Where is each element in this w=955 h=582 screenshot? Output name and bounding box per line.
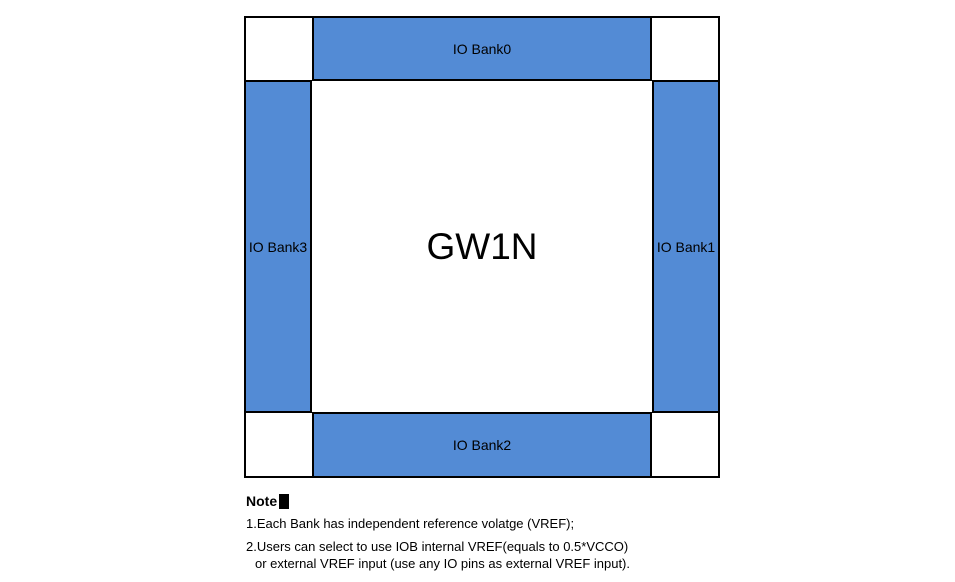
io-bank3-label: IO Bank3 xyxy=(248,238,308,255)
note-heading: Note xyxy=(246,493,278,509)
io-bank1-label: IO Bank1 xyxy=(656,238,716,255)
note-line-2-continued: or external VREF input (use any IO pins … xyxy=(255,556,631,571)
note-line-1: 1.Each Bank has independent reference vo… xyxy=(246,516,575,531)
note-heading-row: Note xyxy=(246,493,290,510)
io-bank0-label: IO Bank0 xyxy=(452,40,512,57)
io-bank2-block: IO Bank2 xyxy=(312,412,652,478)
chip-outline xyxy=(244,16,720,478)
io-bank1-block: IO Bank1 xyxy=(652,80,720,413)
chip-name-label: GW1N xyxy=(426,225,538,267)
missing-glyph-box xyxy=(279,494,290,509)
io-bank0-block: IO Bank0 xyxy=(312,16,652,81)
io-bank2-label: IO Bank2 xyxy=(452,437,512,453)
note-line-2: 2.Users can select to use IOB internal V… xyxy=(246,539,629,554)
io-bank3-block: IO Bank3 xyxy=(244,80,312,413)
